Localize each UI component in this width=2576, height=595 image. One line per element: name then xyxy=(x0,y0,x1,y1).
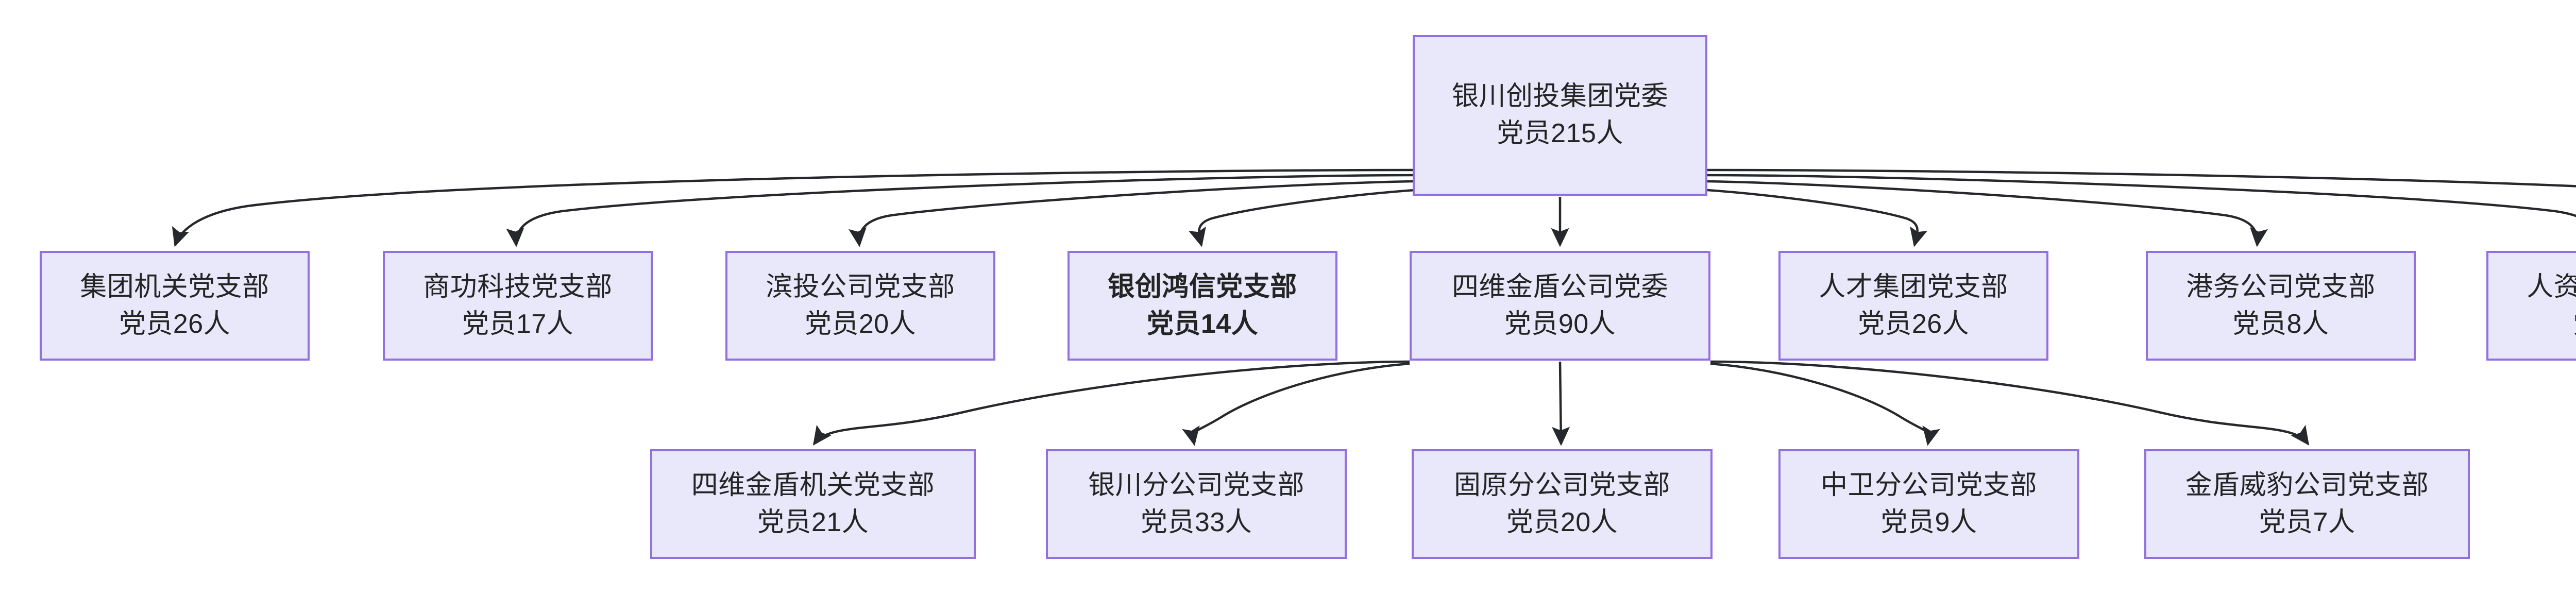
org-node-siwei-jindun[interactable]: 四维金盾公司党委党员90人 xyxy=(1410,251,1710,361)
org-node-jituan-jiguan[interactable]: 集团机关党支部党员26人 xyxy=(40,251,310,361)
org-node-rencai-jituan[interactable]: 人才集团党支部党员26人 xyxy=(1778,251,2048,361)
org-node-gangwu[interactable]: 港务公司党支部党员8人 xyxy=(2146,251,2416,361)
org-node-member-count: 党员33人 xyxy=(1140,507,1252,537)
org-node-root[interactable]: 银川创投集团党委党员215人 xyxy=(1413,35,1707,196)
edge-root-to-landun xyxy=(1707,168,2576,188)
org-node-bintou[interactable]: 滨投公司党支部党员20人 xyxy=(725,251,995,361)
org-node-member-count: 党员14人 xyxy=(1146,309,1259,339)
org-node-member-count: 党员9人 xyxy=(1880,507,1977,537)
org-node-member-count: 党员26人 xyxy=(1857,309,1970,339)
org-node-member-count: 党员5人 xyxy=(2573,306,2576,343)
org-node-title: 港务公司党支部 xyxy=(2186,271,2376,302)
org-node-title: 四维金盾公司党委 xyxy=(1451,271,1668,302)
org-node-jindun-weibao[interactable]: 金盾威豹公司党支部党员7人 xyxy=(2144,449,2470,559)
org-node-member-count: 党员21人 xyxy=(757,507,869,537)
org-node-member-count: 党员20人 xyxy=(1506,507,1618,537)
org-node-member-count: 党员215人 xyxy=(1497,118,1623,148)
edge-root-to-jituan-jiguan xyxy=(172,168,1413,247)
edge-root-to-yinchuang-hongxin xyxy=(1188,188,1422,247)
org-node-guyuan-fen[interactable]: 固原分公司党支部党员20人 xyxy=(1412,449,1713,559)
edge-siwei-jindun-to-jindun-weibao xyxy=(1710,360,2310,446)
edge-siwei-jindun-to-siwei-jiguan xyxy=(812,360,1410,446)
org-node-yinchuang-hongxin[interactable]: 银创鸿信党支部党员14人 xyxy=(1067,251,1337,361)
org-node-member-count: 党员17人 xyxy=(462,309,574,339)
org-node-yinchuan-fen[interactable]: 银川分公司党支部党员33人 xyxy=(1046,449,1347,559)
org-node-title: 中卫分公司党支部 xyxy=(1820,470,2037,500)
edge-siwei-jindun-to-guyuan-fen xyxy=(1552,361,1570,446)
org-node-shanggong-keji[interactable]: 商功科技党支部党员17人 xyxy=(383,251,653,361)
org-node-title: 金盾威豹公司党支部 xyxy=(2185,470,2429,500)
org-node-title: 四维金盾机关党支部 xyxy=(691,470,935,500)
edge-root-to-shanggong-keji xyxy=(506,174,1413,247)
edge-siwei-jindun-to-yinchuan-fen xyxy=(1182,362,1410,446)
org-node-member-count: 党员7人 xyxy=(2259,507,2355,537)
org-node-zhongwei-fen[interactable]: 中卫分公司党支部党员9人 xyxy=(1778,449,2079,559)
org-node-title: 银川分公司党支部 xyxy=(1088,470,1304,500)
org-node-title: 人才集团党支部 xyxy=(1819,271,2008,302)
edge-siwei-jindun-to-zhongwei-fen xyxy=(1710,362,1940,446)
edge-root-to-gangwu xyxy=(1707,180,2268,247)
org-node-title: 银川创投集团党委 xyxy=(1451,81,1668,112)
org-node-title: 银创鸿信党支部 xyxy=(1108,271,1297,302)
edge-root-to-rencai-jituan xyxy=(1700,188,1928,247)
org-node-title: 商功科技党支部 xyxy=(423,271,613,302)
org-node-member-count: 党员90人 xyxy=(1504,309,1616,339)
org-node-renzi[interactable]: 人资公司党支部党员5人 xyxy=(2486,251,2576,361)
org-node-member-count: 党员8人 xyxy=(2232,309,2329,339)
org-node-siwei-jiguan[interactable]: 四维金盾机关党支部党员21人 xyxy=(650,449,976,559)
org-node-title: 人资公司党支部 xyxy=(2527,271,2576,302)
org-node-member-count: 党员26人 xyxy=(118,309,231,339)
org-node-title: 集团机关党支部 xyxy=(80,271,269,302)
org-node-title: 固原分公司党支部 xyxy=(1453,470,1670,500)
edge-root-to-bintou xyxy=(849,180,1413,247)
org-node-title: 滨投公司党支部 xyxy=(766,271,955,302)
edge-root-to-renzi xyxy=(1707,174,2576,217)
org-node-member-count: 党员20人 xyxy=(804,309,917,339)
